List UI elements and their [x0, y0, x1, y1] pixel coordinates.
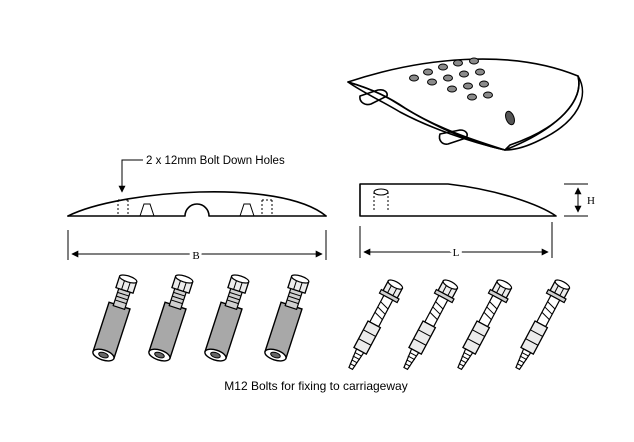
expansion-bolt-icon	[396, 276, 462, 374]
expansion-bolt-group	[341, 276, 574, 374]
bolt-holes-label: 2 x 12mm Bolt Down Holes	[146, 155, 285, 167]
expansion-bolt-icon	[450, 276, 516, 374]
sleeve-bolt-icon	[90, 272, 141, 364]
expansion-bolt-icon	[341, 276, 407, 374]
cushion-side-elevation: H L	[359, 183, 595, 262]
sleeve-bolt-group	[90, 272, 313, 364]
sleeve-bolt-icon	[202, 272, 253, 364]
sleeve-bolt-icon	[262, 272, 313, 364]
bolt-holes-callout: 2 x 12mm Bolt Down Holes	[118, 155, 285, 193]
dim-h-label: H	[587, 195, 595, 207]
dim-b-label: B	[192, 250, 199, 262]
sleeve-bolt-icon	[146, 272, 197, 364]
cushion-perspective-view	[347, 57, 584, 151]
expansion-bolt-icon	[508, 276, 574, 374]
cushion-front-elevation: B	[67, 191, 327, 265]
bolts-caption: M12 Bolts for fixing to carriageway	[224, 379, 407, 393]
dim-l-label: L	[453, 247, 460, 259]
